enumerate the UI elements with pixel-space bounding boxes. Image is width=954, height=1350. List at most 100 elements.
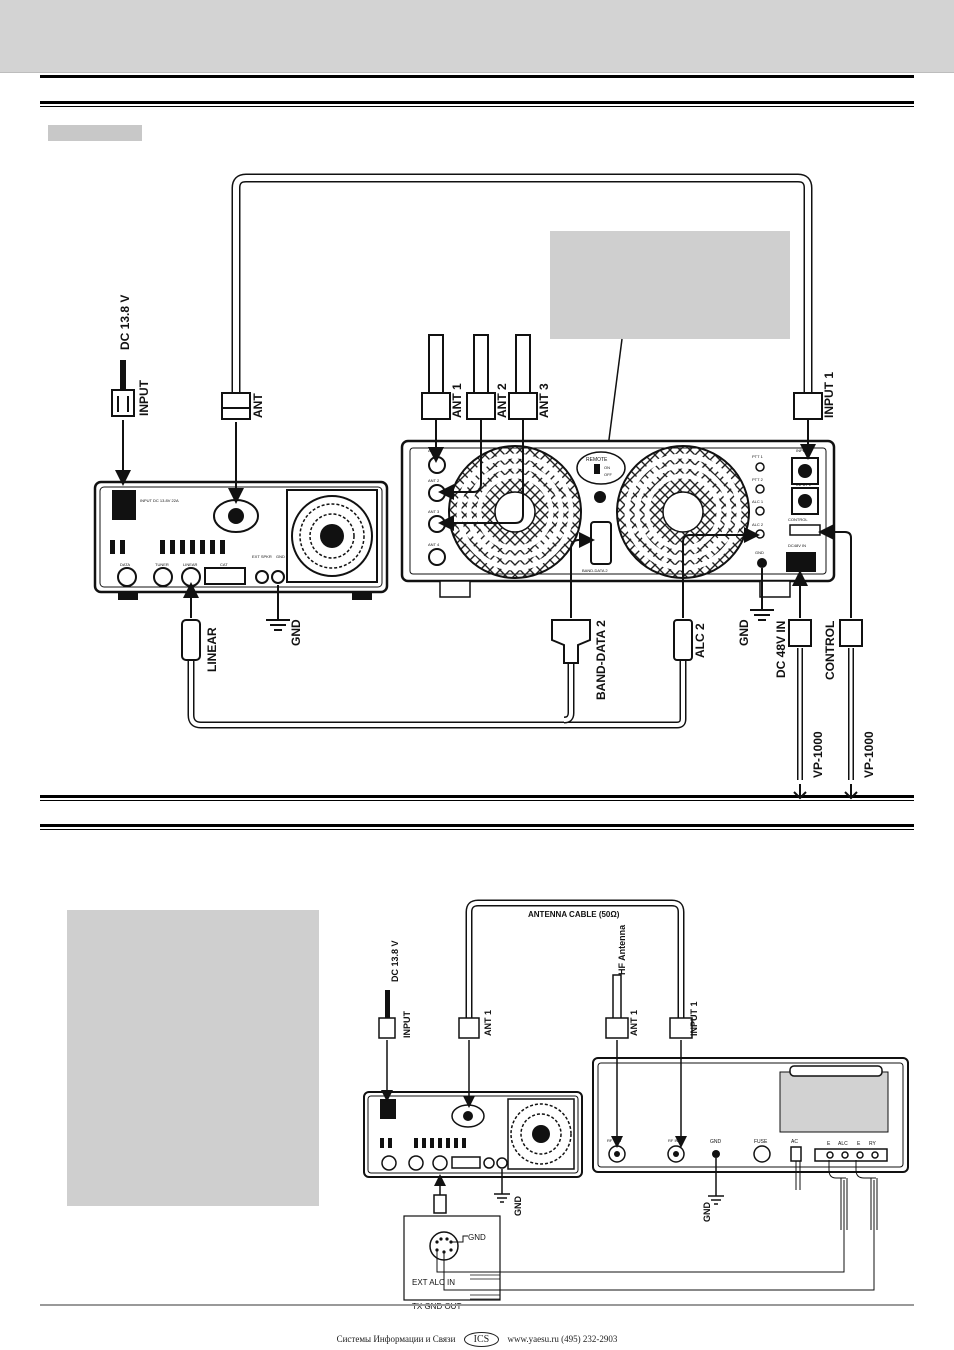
label-control: CONTROL xyxy=(823,621,837,680)
callout-pointer xyxy=(606,338,623,456)
amp-gnd xyxy=(750,568,774,621)
label-hf-antenna: HF Antenna xyxy=(617,924,627,975)
section-rule-mid-2-thin xyxy=(40,829,914,830)
amplifier-rear-panel: A ANT 2 ANT 3 ANT 4 REMOTE ON OFF BAND-D… xyxy=(400,439,836,598)
svg-text:DATA: DATA xyxy=(120,562,130,567)
linear-plug xyxy=(181,582,201,661)
label-dc48: DC 48V IN xyxy=(774,621,788,678)
section-tag xyxy=(48,125,142,141)
svg-text:DC48V IN: DC48V IN xyxy=(788,543,806,548)
svg-text:E: E xyxy=(827,1141,831,1147)
footer-contact: www.yaesu.ru (495) 232-2903 xyxy=(507,1334,618,1344)
tuner-port xyxy=(153,567,173,587)
svg-text:RY: RY xyxy=(869,1141,877,1147)
label-gnd-din: GND xyxy=(468,1233,486,1242)
svg-text:BAND-DATA 2: BAND-DATA 2 xyxy=(582,568,608,573)
amp-gnd-2 xyxy=(708,1158,724,1205)
antenna-cable xyxy=(465,899,685,1018)
input1-plug xyxy=(793,392,823,460)
top-rule xyxy=(40,75,914,78)
callout-box-notes xyxy=(67,910,319,1206)
label-input: INPUT xyxy=(137,379,151,416)
label-antenna-cable: ANTENNA CABLE (50Ω) xyxy=(528,910,620,919)
linear-port xyxy=(181,567,201,587)
label-input-2: INPUT xyxy=(402,1010,412,1038)
cat-port xyxy=(204,567,246,585)
label-alc2: ALC 2 xyxy=(693,623,707,658)
label-ant1-radio: ANT 1 xyxy=(483,1010,493,1036)
footer-logo: ICS xyxy=(463,1332,500,1347)
section-rule-mid-1 xyxy=(40,795,914,798)
alc-plug xyxy=(673,527,760,661)
dc-input-socket xyxy=(112,490,136,520)
svg-text:CAT: CAT xyxy=(220,562,228,567)
svg-text:PTT 2: PTT 2 xyxy=(752,477,764,482)
label-gnd-radio-2: GND xyxy=(513,1196,523,1217)
label-vp1000-a: VP-1000 xyxy=(811,731,825,778)
label-gnd-amp: GND xyxy=(737,619,751,646)
section-rule-top xyxy=(40,101,914,104)
svg-text:RF OUT: RF OUT xyxy=(607,1138,622,1143)
svg-text:ANT 2: ANT 2 xyxy=(428,478,440,483)
svg-text:GND: GND xyxy=(276,554,285,559)
svg-text:ALC 1: ALC 1 xyxy=(752,499,764,504)
label-linear: LINEAR xyxy=(205,627,219,672)
data-port xyxy=(117,567,137,587)
label-ant1: ANT 1 xyxy=(450,383,464,418)
svg-text:GND: GND xyxy=(710,1139,722,1145)
transformer-window xyxy=(779,1071,889,1133)
label-dc-supply-2: DC 13.8 V xyxy=(390,940,400,982)
svg-text:GND: GND xyxy=(755,550,764,555)
dc48-plug xyxy=(788,570,812,800)
label-input1: INPUT 1 xyxy=(822,372,836,418)
label-gnd-radio: GND xyxy=(289,619,303,646)
footer-rule xyxy=(40,1304,914,1306)
svg-text:ALC 2: ALC 2 xyxy=(752,522,764,527)
linear-cable xyxy=(187,660,687,729)
section-rule-mid-2 xyxy=(40,824,914,827)
dc-power-plug xyxy=(111,360,135,486)
label-gnd-amp-2: GND xyxy=(702,1202,712,1223)
svg-text:ON: ON xyxy=(604,465,610,470)
section-rule-mid-1-thin xyxy=(40,800,914,801)
svg-text:ALC: ALC xyxy=(838,1141,848,1147)
label-ant1-amp: ANT 1 xyxy=(629,1010,639,1036)
diagram-1: INPUT DC 13.8V 22A DATA TUNER LINEAR CAT… xyxy=(93,173,876,800)
svg-text:ANT 4: ANT 4 xyxy=(428,542,440,547)
svg-text:RF IN: RF IN xyxy=(668,1138,679,1143)
label-ext-alc-in: EXT ALC IN xyxy=(412,1278,455,1287)
remote-switch xyxy=(576,451,626,485)
radio-ant-plug xyxy=(221,392,251,504)
band-data-socket xyxy=(590,521,612,565)
section-rule-top-thin xyxy=(40,106,914,107)
radio-gnd xyxy=(266,585,290,631)
svg-text:ANT 3: ANT 3 xyxy=(428,509,440,514)
label-input1-amp: INPUT 1 xyxy=(689,1001,699,1036)
transceiver-rear-panel-2 xyxy=(363,1091,583,1178)
svg-text:AC: AC xyxy=(791,1139,798,1145)
svg-text:TUNER: TUNER xyxy=(155,562,169,567)
transceiver-rear-panel: INPUT DC 13.8V 22A DATA TUNER LINEAR CAT… xyxy=(93,480,389,600)
svg-text:REMOTE: REMOTE xyxy=(586,457,608,463)
svg-text:CONTROL: CONTROL xyxy=(788,517,808,522)
svg-text:EXT SPKR: EXT SPKR xyxy=(252,554,272,559)
svg-text:PTT 1: PTT 1 xyxy=(752,454,764,459)
label-ant3: ANT 3 xyxy=(537,383,551,418)
diagram-2: ANTENNA CABLE (50Ω) xyxy=(363,899,909,1311)
svg-text:FUSE: FUSE xyxy=(754,1139,768,1145)
svg-text:INPUT 2: INPUT 2 xyxy=(796,482,812,487)
label-dc-supply: DC 13.8 V xyxy=(118,295,132,350)
amplifier-rear-panel-2: RF OUT RF IN GND FUSE AC E ALC E RY xyxy=(592,1057,909,1173)
svg-text:LINEAR: LINEAR xyxy=(183,562,198,567)
svg-text:OFF: OFF xyxy=(604,472,613,477)
label-tx-gnd-out: TX GND OUT xyxy=(412,1302,461,1311)
footer-company: Системы Информации и Связи xyxy=(336,1334,456,1344)
footer: Системы Информации и Связи ICS www.yaesu… xyxy=(0,1332,954,1347)
svg-text:A: A xyxy=(428,448,431,453)
label-ant2: ANT 2 xyxy=(495,383,509,418)
radio-gnd-2 xyxy=(494,1169,510,1203)
svg-text:E: E xyxy=(857,1141,861,1147)
label-ant: ANT xyxy=(251,393,265,418)
svg-text:INPUT DC 13.8V 22A: INPUT DC 13.8V 22A xyxy=(140,498,179,503)
